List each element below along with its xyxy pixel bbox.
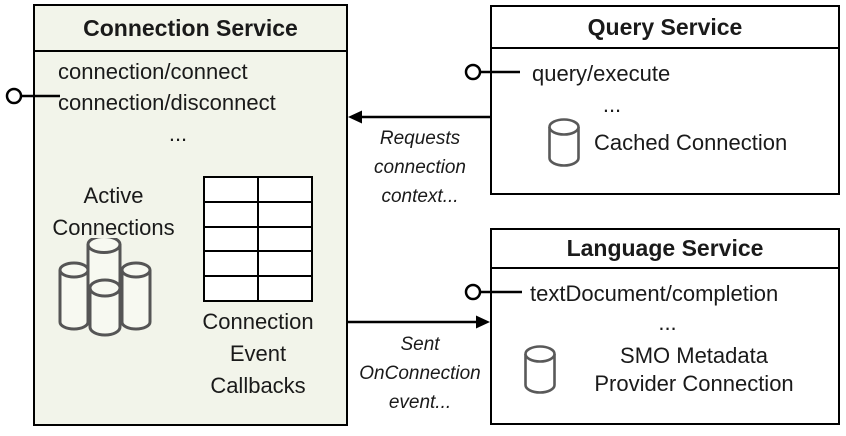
language-service-box: Language Service: [490, 228, 840, 425]
table-cell: [259, 178, 311, 201]
connection-service-methods: connection/connect connection/disconnect…: [58, 56, 298, 149]
methods-ellipsis: ...: [602, 92, 622, 117]
query-service-methods: query/execute ...: [532, 58, 692, 120]
table-cell: [259, 227, 311, 251]
sent-line3: event...: [388, 392, 452, 413]
method-connection-disconnect: connection/disconnect: [58, 90, 276, 115]
callbacks-line3: Callbacks: [210, 373, 306, 398]
connection-service-title: Connection Service: [35, 6, 346, 52]
connection-event-callbacks-label: Connection Event Callbacks: [178, 306, 338, 402]
sent-event-arrow: [348, 315, 490, 329]
smo-metadata-label: SMO Metadata Provider Connection: [566, 342, 822, 398]
active-connections-line1: Active: [83, 183, 144, 208]
smo-line1: SMO Metadata: [620, 343, 768, 368]
table-cell: [259, 277, 311, 300]
requests-line3: context...: [381, 186, 459, 207]
table-cell: [205, 277, 257, 300]
callbacks-line2: Event: [229, 341, 287, 366]
query-service-box: Query Service: [490, 5, 840, 195]
requests-connection-context-label: Requests connection context...: [356, 124, 484, 211]
database-icon: [546, 118, 582, 168]
sent-line1: Sent: [400, 334, 440, 355]
smo-metadata-item: SMO Metadata Provider Connection: [522, 342, 822, 398]
callbacks-line1: Connection: [202, 309, 314, 334]
table-cell: [205, 202, 257, 226]
methods-ellipsis: ...: [168, 121, 188, 146]
database-cluster-icon: [55, 238, 155, 340]
requests-line1: Requests: [379, 128, 461, 149]
sent-line2: OnConnection: [359, 363, 481, 384]
method-connection-connect: connection/connect: [58, 59, 248, 84]
language-service-title: Language Service: [492, 230, 838, 269]
table-cell: [205, 252, 257, 276]
cached-connection-item: Cached Connection: [546, 118, 787, 168]
smo-line2: Provider Connection: [594, 371, 794, 396]
table-cell: [205, 178, 257, 201]
table-cell: [259, 252, 311, 276]
active-connections-label: Active Connections: [36, 180, 191, 244]
cached-connection-label: Cached Connection: [594, 130, 788, 155]
callback-table-icon: [203, 176, 313, 302]
method-textdocument-completion: textDocument/completion: [530, 281, 779, 306]
methods-ellipsis: ...: [658, 310, 677, 335]
language-service-methods: textDocument/completion ...: [530, 279, 805, 337]
database-icon: [522, 345, 558, 395]
sent-onconnection-event-label: Sent OnConnection event...: [356, 330, 484, 417]
table-cell: [259, 202, 311, 226]
table-cell: [205, 227, 257, 251]
active-connections-line2: Connections: [52, 215, 175, 240]
requests-arrow: [348, 110, 490, 124]
query-service-title: Query Service: [492, 7, 838, 49]
method-query-execute: query/execute: [532, 61, 671, 86]
requests-line2: connection: [374, 157, 466, 178]
